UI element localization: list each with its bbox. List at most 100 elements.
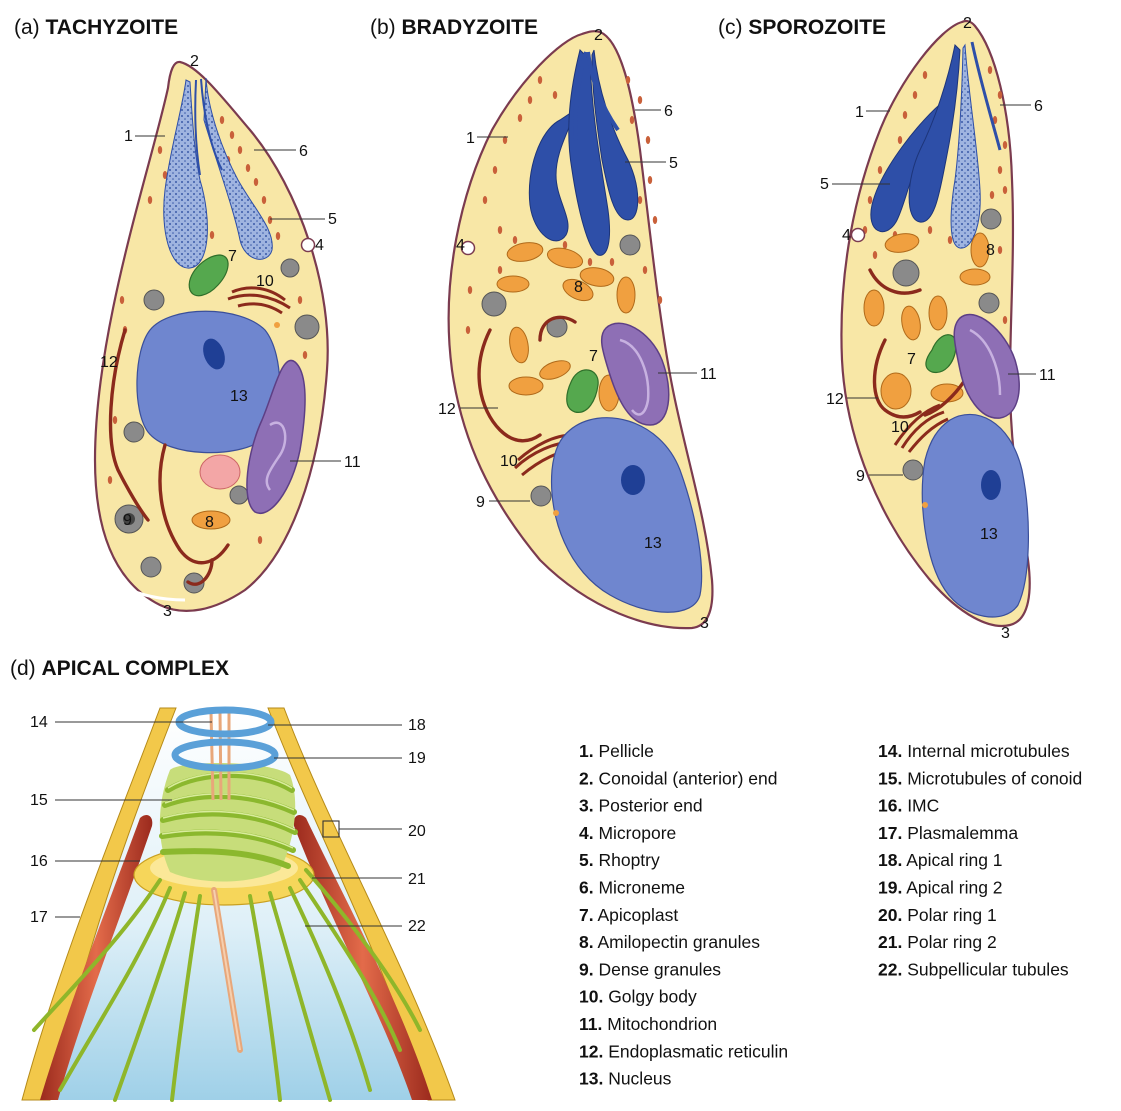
label-c-11: 11 — [1039, 367, 1056, 384]
panel-c-title: (c) SPOROZOITE — [718, 16, 886, 39]
label-c-12: 12 — [826, 391, 844, 408]
tachyzoite-micropore — [302, 239, 315, 252]
legend-item: 9. Dense granules — [579, 959, 721, 979]
label-b-6: 6 — [664, 103, 673, 120]
label-c-9: 9 — [856, 468, 865, 485]
legend-item-number: 15. — [878, 768, 902, 788]
legend-item-number: 20. — [878, 905, 902, 925]
label-c-6: 6 — [1034, 98, 1043, 115]
legend-item: 1. Pellicle — [579, 741, 654, 761]
legend-item-number: 21. — [878, 932, 902, 952]
label-c-3: 3 — [1001, 625, 1010, 642]
legend-item: 16. IMC — [878, 796, 939, 816]
legend-item: 3. Posterior end — [579, 796, 703, 816]
label-c-1: 1 — [855, 104, 864, 121]
legend-item: 12. Endoplasmatic reticulin — [579, 1041, 788, 1061]
panel-a-title: (a) TACHYZOITE — [14, 16, 178, 39]
bradyzoite-nucleolus — [621, 465, 645, 495]
label-a-8: 8 — [205, 514, 214, 531]
label-c-7: 7 — [907, 351, 916, 368]
panel-d-title: (d) APICAL COMPLEX — [10, 657, 229, 680]
label-a-3: 3 — [163, 603, 172, 620]
legend-item-number: 17. — [878, 823, 902, 843]
legend-item: 18. Apical ring 1 — [878, 850, 1003, 870]
legend-item: 8. Amilopectin granules — [579, 932, 760, 952]
legend-item-text: Microtubules of conoid — [902, 768, 1082, 788]
label-a-9: 9 — [123, 512, 132, 529]
legend-item-text: Internal microtubules — [902, 741, 1070, 761]
legend-item-text: Mitochondrion — [602, 1014, 717, 1034]
legend-item-text: IMC — [902, 796, 939, 816]
legend-item-text: Subpellicular tubules — [902, 959, 1069, 979]
legend-item-number: 8. — [579, 932, 594, 952]
legend-item: 17. Plasmalemma — [878, 823, 1018, 843]
label-a-10: 10 — [256, 273, 274, 290]
label-b-9: 9 — [476, 494, 485, 511]
tachyzoite-vacuole — [200, 455, 240, 489]
legend-item-text: Amilopectin granules — [594, 932, 761, 952]
legend-item-number: 18. — [878, 850, 902, 870]
sporozoite-micropore — [852, 229, 865, 242]
legend-item-text: Dense granules — [594, 959, 722, 979]
legend-item-number: 1. — [579, 741, 594, 761]
label-d-18: 18 — [408, 717, 426, 734]
legend-item-text: Rhoptry — [594, 850, 660, 870]
sporozoite-nucleolus — [981, 470, 1001, 500]
legend-item-number: 14. — [878, 741, 902, 761]
legend-item-number: 12. — [579, 1041, 603, 1061]
legend-item-text: Apical ring 2 — [902, 878, 1002, 898]
label-c-4: 4 — [842, 227, 851, 244]
panel-d-apical-complex: (d) APICAL COMPLEX — [10, 657, 455, 1100]
legend-item-number: 11. — [579, 1014, 602, 1034]
legend-item-text: Golgy body — [603, 987, 697, 1007]
legend-item-number: 22. — [878, 959, 902, 979]
panel-b-title: (b) BRADYZOITE — [370, 16, 538, 39]
legend-item-text: Polar ring 2 — [902, 932, 996, 952]
label-b-12: 12 — [438, 401, 456, 418]
legend-item-number: 7. — [579, 905, 594, 925]
label-d-22: 22 — [408, 918, 426, 935]
panel-c-sporozoite: (c) SPOROZOITE — [718, 15, 1056, 642]
label-d-14: 14 — [30, 714, 48, 731]
legend-item-number: 3. — [579, 796, 594, 816]
label-b-10: 10 — [500, 453, 518, 470]
label-a-11: 11 — [344, 454, 361, 471]
panel-a-tachyzoite: (a) TACHYZOITE — [14, 16, 361, 620]
label-b-2: 2 — [594, 27, 603, 44]
label-d-20: 20 — [408, 823, 426, 840]
legend-item: 15. Microtubules of conoid — [878, 768, 1082, 788]
legend-item-text: Pellicle — [594, 741, 654, 761]
legend-item-text: Polar ring 1 — [902, 905, 996, 925]
label-a-12: 12 — [100, 354, 118, 371]
label-b-11: 11 — [700, 366, 717, 383]
legend-item: 2. Conoidal (anterior) end — [579, 768, 777, 788]
legend-item: 7. Apicoplast — [579, 905, 678, 925]
label-d-21: 21 — [408, 871, 426, 888]
legend-item-text: Apical ring 1 — [902, 850, 1002, 870]
bradyzoite-small-granule — [553, 510, 559, 516]
tachyzoite-small-granule — [274, 322, 280, 328]
legend: 1. Pellicle 2. Conoidal (anterior) end 3. … — [579, 741, 1082, 1089]
label-a-4: 4 — [315, 237, 324, 254]
label-d-17: 17 — [30, 909, 48, 926]
label-c-5: 5 — [820, 176, 829, 193]
label-a-2: 2 — [190, 53, 199, 70]
label-c-13: 13 — [980, 526, 998, 543]
legend-item: 22. Subpellicular tubules — [878, 959, 1069, 979]
label-b-1: 1 — [466, 130, 475, 147]
label-b-8: 8 — [574, 279, 583, 296]
label-a-5: 5 — [328, 211, 337, 228]
legend-item-text: Apicoplast — [594, 905, 679, 925]
legend-item-text: Endoplasmatic reticulin — [603, 1041, 788, 1061]
label-a-7: 7 — [228, 248, 237, 265]
legend-item: 19. Apical ring 2 — [878, 878, 1003, 898]
legend-item-number: 19. — [878, 878, 902, 898]
legend-item: 14. Internal microtubules — [878, 741, 1070, 761]
label-b-5: 5 — [669, 155, 678, 172]
legend-item: 13. Nucleus — [579, 1069, 672, 1089]
label-d-16: 16 — [30, 853, 48, 870]
legend-item: 10. Golgy body — [579, 987, 697, 1007]
legend-item: 4. Micropore — [579, 823, 676, 843]
legend-item-text: Nucleus — [603, 1069, 671, 1089]
